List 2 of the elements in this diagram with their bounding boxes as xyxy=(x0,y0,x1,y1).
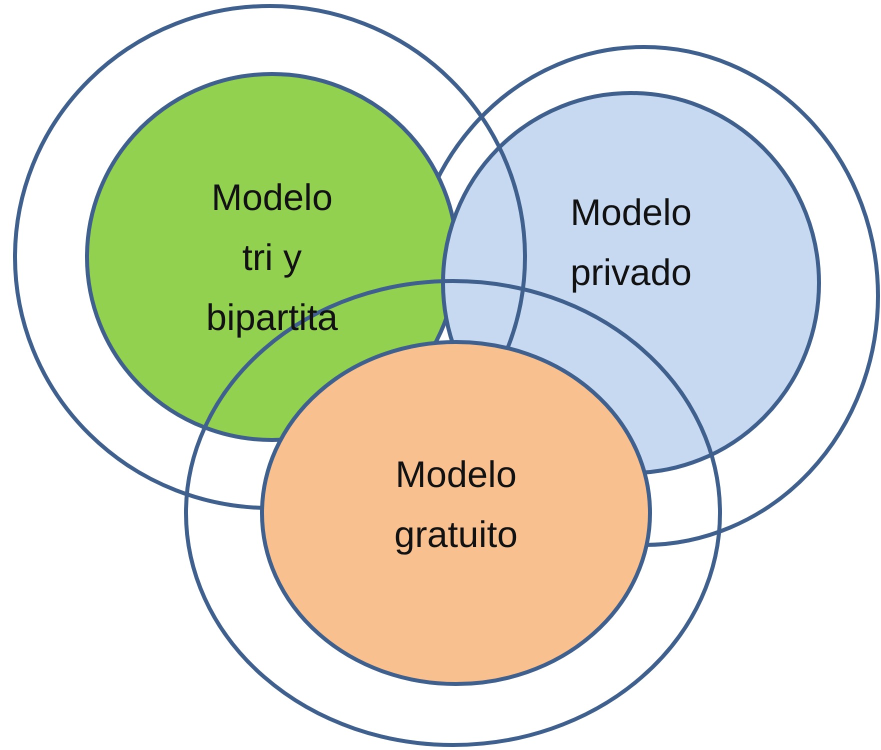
circle-label: Modelo privado xyxy=(569,191,693,295)
circle-label: Modelo gratuito xyxy=(393,453,519,557)
